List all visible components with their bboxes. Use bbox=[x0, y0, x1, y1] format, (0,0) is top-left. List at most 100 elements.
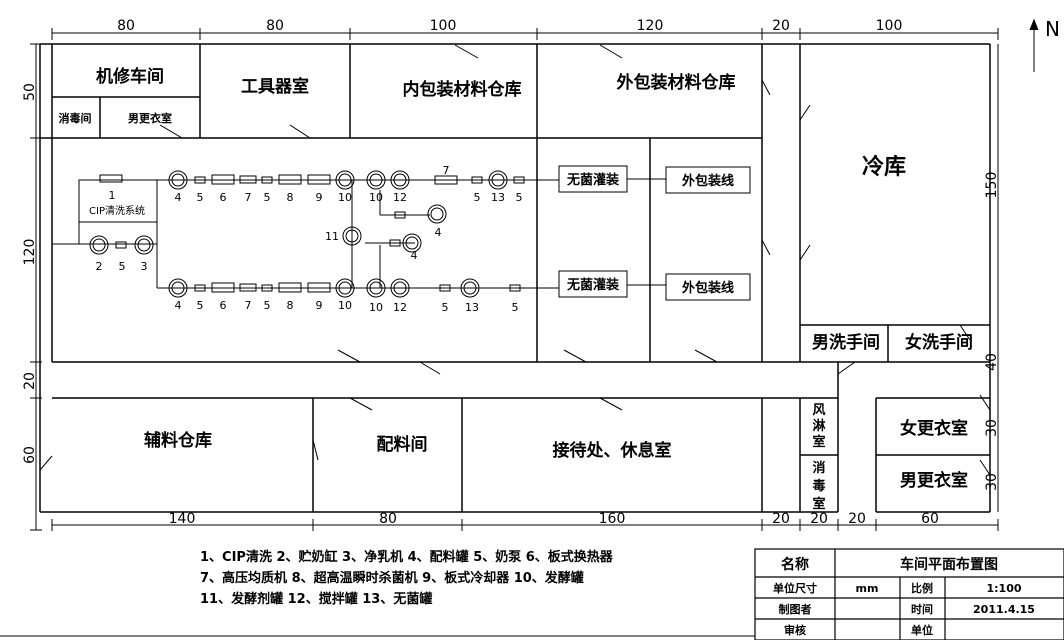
dim-top-1: 80 bbox=[117, 18, 135, 34]
svg-text:5: 5 bbox=[264, 191, 271, 204]
room-air-shower-2: 淋 bbox=[812, 418, 825, 434]
tb-name-value: 车间平面布置图 bbox=[900, 556, 998, 573]
svg-text:6: 6 bbox=[220, 191, 227, 204]
north-arrow-icon bbox=[1029, 18, 1039, 72]
tb-scale-label: 比例 bbox=[911, 581, 933, 595]
room-mens-locker-top: 男更衣室 bbox=[128, 111, 172, 125]
dim-bottom-3: 160 bbox=[599, 511, 626, 527]
pump-icon bbox=[115, 241, 127, 249]
bottom-row-labels: 4 5 6 7 5 8 9 10 10 12 5 13 5 bbox=[175, 299, 519, 314]
tb-scale-value: 1:100 bbox=[986, 582, 1021, 595]
tb-time-value: 2011.4.15 bbox=[973, 603, 1035, 616]
room-men-wash: 男洗手间 bbox=[812, 332, 880, 353]
svg-text:10: 10 bbox=[338, 299, 352, 312]
dim-bottom-6: 20 bbox=[848, 511, 866, 527]
legend-line-3: 11、发酵剂罐 12、搅拌罐 13、无菌罐 bbox=[200, 591, 432, 607]
room-air-shower-1: 风 bbox=[812, 403, 825, 418]
room-reception: 接待处、休息室 bbox=[553, 440, 672, 461]
dim-bottom-7: 60 bbox=[921, 511, 939, 527]
outer-pack-line-2-label: 外包装线 bbox=[681, 280, 734, 296]
label-4a: 4 bbox=[435, 226, 442, 239]
room-disinfect: 消毒间 bbox=[59, 111, 92, 125]
dim-left-1: 50 bbox=[22, 83, 38, 101]
label-11: 11 bbox=[325, 230, 339, 243]
svg-text:9: 9 bbox=[316, 191, 323, 204]
svg-text:7: 7 bbox=[443, 164, 450, 177]
tb-name-label: 名称 bbox=[781, 556, 809, 573]
dim-bottom-4: 20 bbox=[772, 511, 790, 527]
milk-tank-icon bbox=[89, 235, 109, 255]
tb-review-label: 审核 bbox=[784, 623, 806, 637]
room-men-locker: 男更衣室 bbox=[900, 470, 968, 491]
dim-right-3: 30 bbox=[984, 419, 1000, 437]
dim-top-5: 20 bbox=[772, 18, 790, 34]
dim-left-3: 20 bbox=[22, 372, 38, 390]
label-4b: 4 bbox=[411, 249, 418, 262]
dim-bottom-1: 140 bbox=[169, 511, 196, 527]
dim-right-2: 40 bbox=[984, 353, 1000, 371]
legend-line-2: 7、高压均质机 8、超高温瞬时杀菌机 9、板式冷却器 10、发酵罐 bbox=[200, 570, 584, 586]
room-women-wash: 女洗手间 bbox=[905, 332, 973, 353]
tb-unit-label: 单位尺寸 bbox=[773, 581, 817, 595]
room-disinfect-v-1: 消 bbox=[812, 460, 825, 476]
cip-label: CIP清洗系统 bbox=[89, 204, 145, 217]
aseptic-filling-1-label: 无菌灌装 bbox=[566, 172, 619, 188]
aseptic-filling-2 bbox=[558, 270, 628, 298]
top-dimensions bbox=[51, 28, 999, 40]
label-5: 5 bbox=[119, 260, 126, 273]
label-2: 2 bbox=[96, 260, 103, 273]
cip-number: 1 bbox=[109, 189, 116, 202]
cip-unit-icon bbox=[99, 174, 123, 183]
room-tools: 工具器室 bbox=[241, 76, 309, 97]
bottom-row-equipment bbox=[168, 278, 521, 298]
room-cold: 冷库 bbox=[862, 154, 906, 180]
svg-text:6: 6 bbox=[220, 299, 227, 312]
svg-text:7: 7 bbox=[245, 191, 252, 204]
svg-text:10: 10 bbox=[338, 191, 352, 204]
dim-left-4: 60 bbox=[22, 446, 38, 464]
dim-top-2: 80 bbox=[266, 18, 284, 34]
outer-pack-line-2 bbox=[665, 273, 751, 301]
room-disinfect-v-3: 室 bbox=[812, 496, 825, 512]
svg-text:5: 5 bbox=[442, 301, 449, 314]
svg-text:5: 5 bbox=[264, 299, 271, 312]
legend-line-1: 1、CIP清洗 2、贮奶缸 3、净乳机 4、配料罐 5、奶泵 6、板式换热器 bbox=[200, 549, 614, 565]
svg-text:9: 9 bbox=[316, 299, 323, 312]
svg-text:13: 13 bbox=[491, 191, 505, 204]
separator-icon bbox=[134, 235, 154, 255]
svg-text:7: 7 bbox=[245, 299, 252, 312]
svg-text:8: 8 bbox=[287, 191, 294, 204]
svg-text:10: 10 bbox=[369, 301, 383, 314]
room-aux: 辅料仓库 bbox=[144, 430, 212, 451]
dim-left-2: 120 bbox=[22, 239, 38, 266]
svg-text:5: 5 bbox=[474, 191, 481, 204]
svg-text:4: 4 bbox=[175, 191, 182, 204]
walls bbox=[39, 43, 991, 513]
room-disinfect-v-2: 毒 bbox=[812, 478, 825, 494]
label-3: 3 bbox=[141, 260, 148, 273]
dim-right-1: 150 bbox=[984, 172, 1000, 199]
dim-top-3: 100 bbox=[430, 18, 457, 34]
room-women-locker: 女更衣室 bbox=[900, 418, 968, 439]
room-air-shower-3: 室 bbox=[812, 434, 825, 450]
svg-text:5: 5 bbox=[516, 191, 523, 204]
dim-right-4: 30 bbox=[984, 473, 1000, 491]
dim-bottom-5: 20 bbox=[810, 511, 828, 527]
dim-bottom-2: 80 bbox=[379, 511, 397, 527]
outer-pack-line-1-label: 外包装线 bbox=[681, 173, 734, 189]
top-row-labels: 4 5 6 7 5 8 9 10 10 12 7 5 13 5 bbox=[175, 164, 523, 204]
svg-text:5: 5 bbox=[512, 301, 519, 314]
bottom-dimensions bbox=[51, 519, 999, 531]
svg-text:12: 12 bbox=[393, 301, 407, 314]
svg-text:12: 12 bbox=[393, 191, 407, 204]
outer-pack-line-1 bbox=[665, 166, 751, 194]
dim-top-6: 100 bbox=[876, 18, 903, 34]
room-outer-pack: 外包装材料仓库 bbox=[617, 72, 736, 93]
doors bbox=[39, 44, 991, 476]
svg-text:13: 13 bbox=[465, 301, 479, 314]
tb-drawer-label: 制图者 bbox=[779, 602, 812, 616]
aseptic-filling-2-label: 无菌灌装 bbox=[566, 277, 619, 293]
middle-equipment bbox=[342, 204, 447, 253]
svg-text:4: 4 bbox=[175, 299, 182, 312]
